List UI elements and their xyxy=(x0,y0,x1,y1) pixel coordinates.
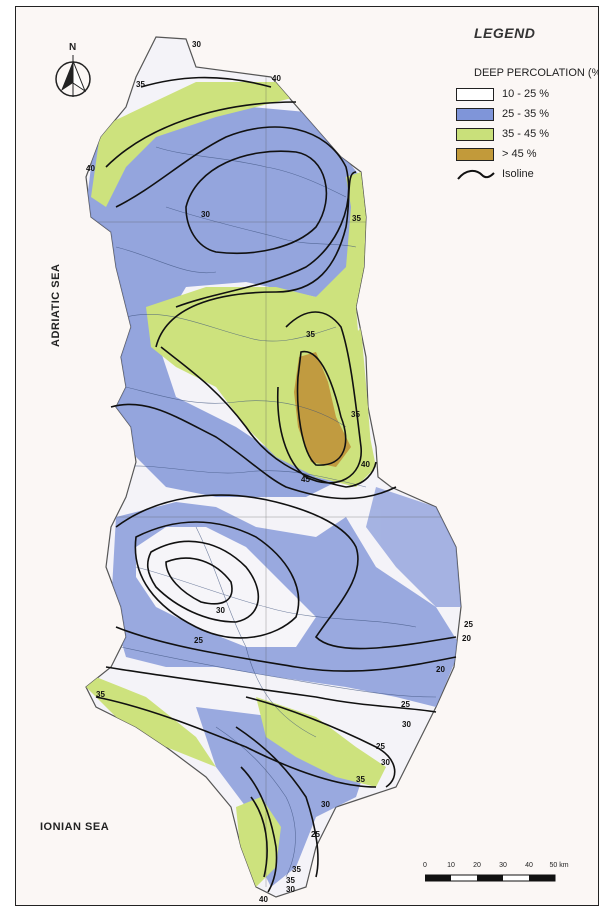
isolines xyxy=(95,76,457,893)
isoline-label: 35 xyxy=(292,865,301,874)
legend-swatch xyxy=(456,88,494,101)
legend-label: Isoline xyxy=(502,168,534,180)
zone-25-35-north xyxy=(86,102,361,497)
scale-tick: 0 xyxy=(423,862,427,869)
isoline-label: 30 xyxy=(216,606,225,615)
legend-label: 10 - 25 % xyxy=(502,88,550,100)
legend-title: LEGEND xyxy=(474,25,536,41)
isoline-label: 30 xyxy=(402,720,411,729)
isoline-label: 35 xyxy=(356,775,365,784)
legend-label: 25 - 35 % xyxy=(502,108,550,120)
map-frame: 30 35 40 30 35 40 35 35 40 45 25 20 30 2… xyxy=(15,6,599,906)
zone-35-45-coast xyxy=(86,677,216,767)
isoline-label: 25 xyxy=(464,620,473,629)
scale-tick: 30 xyxy=(499,862,507,869)
isoline-label: 35 xyxy=(352,214,361,223)
legend-swatch xyxy=(456,108,494,121)
isoline-label: 20 xyxy=(462,634,471,643)
scale-tick: 20 xyxy=(473,862,481,869)
isoline-symbol-icon xyxy=(457,169,495,180)
isoline-label: 20 xyxy=(436,665,445,674)
isoline-label: 40 xyxy=(272,74,281,83)
legend-swatch xyxy=(456,128,494,141)
isoline-label: 35 xyxy=(306,330,315,339)
isoline-label: 25 xyxy=(401,700,410,709)
isoline-label: 40 xyxy=(86,164,95,173)
zone-over-45 xyxy=(294,352,351,467)
scale-tick: 10 xyxy=(447,862,455,869)
isoline-label: 45 xyxy=(301,475,310,484)
isoline-label: 35 xyxy=(351,410,360,419)
north-arrow-icon: N xyxy=(55,42,91,97)
legend-label: 35 - 45 % xyxy=(502,128,550,140)
scale-tick: 50 km xyxy=(549,862,569,869)
legend-swatch xyxy=(456,148,494,161)
isoline-label: 35 xyxy=(286,876,295,885)
isoline-label: 35 xyxy=(96,690,105,699)
isoline-label: 30 xyxy=(192,40,201,49)
scale-bar-graphic xyxy=(425,874,556,882)
scale-tick: 40 xyxy=(525,862,533,869)
isoline-label: 35 xyxy=(136,80,145,89)
legend-label: > 45 % xyxy=(502,148,537,160)
legend-subtitle: DEEP PERCOLATION (%) xyxy=(474,67,599,79)
zone-35-45-east xyxy=(346,327,371,447)
isoline-label: 25 xyxy=(311,830,320,839)
isoline-label: 40 xyxy=(361,460,370,469)
isoline-label: 25 xyxy=(376,742,385,751)
sea-label-ionian: IONIAN SEA xyxy=(40,821,110,833)
north-label: N xyxy=(69,42,76,53)
albania-map: 30 35 40 30 35 40 35 35 40 45 25 20 30 2… xyxy=(85,36,473,904)
isoline-label: 30 xyxy=(201,210,210,219)
isoline-label: 25 xyxy=(194,636,203,645)
sea-label-adriatic: ADRIATIC SEA xyxy=(50,263,62,347)
isoline-label: 30 xyxy=(321,800,330,809)
isoline-label: 30 xyxy=(381,758,390,767)
scale-bar: 0 10 20 30 40 50 km xyxy=(421,862,591,902)
zone-35-45-north xyxy=(91,82,296,207)
isoline-label: 40 xyxy=(259,895,268,904)
isoline-label: 30 xyxy=(286,885,295,894)
zone-10-25-central xyxy=(136,527,316,647)
